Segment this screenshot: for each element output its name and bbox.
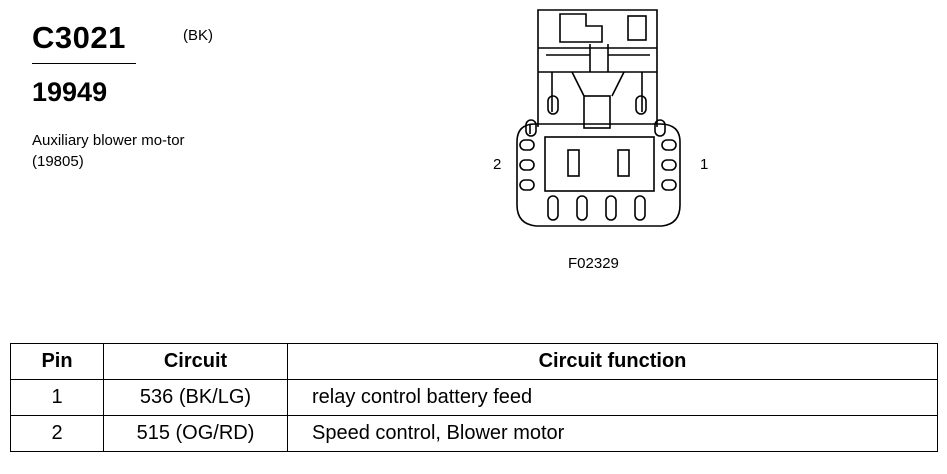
figure-code: F02329 — [568, 255, 619, 272]
shroud-side-ribs — [519, 139, 677, 191]
table-row: 2 515 (OG/RD) Speed control, Blower moto… — [10, 415, 938, 452]
shroud-top-ribs — [525, 119, 666, 137]
pinout-table: Pin Circuit Circuit function 1 536 (BK/L… — [10, 343, 938, 452]
pin-label-1: 1 — [700, 156, 709, 173]
shroud-bottom-ribs — [547, 195, 646, 221]
part-number: 19949 — [32, 77, 108, 107]
cell-circuit: 515 (OG/RD) — [103, 415, 288, 452]
terminal-cavity — [544, 136, 655, 192]
table-row: 1 536 (BK/LG) relay control battery feed — [10, 379, 938, 416]
connector-description: Auxiliary blower mo-tor (19805) — [32, 132, 185, 170]
connector-id-underline — [32, 63, 136, 64]
header-circuit: Circuit — [103, 343, 288, 380]
terminal-pin-2 — [567, 149, 580, 177]
header-circuit-function: Circuit function — [287, 343, 938, 380]
connector-color-code: (BK) — [183, 27, 213, 44]
header-pin: Pin — [10, 343, 104, 380]
cell-pin: 1 — [10, 379, 104, 416]
table-header-row: Pin Circuit Circuit function — [10, 343, 938, 380]
connector-latch-housing — [537, 9, 658, 129]
cell-pin: 2 — [10, 415, 104, 452]
connector-shroud — [516, 123, 681, 227]
connector-face-diagram — [516, 9, 681, 227]
cell-function: Speed control, Blower motor — [287, 415, 938, 452]
pin-label-2: 2 — [493, 156, 502, 173]
connector-id: C3021 — [32, 20, 126, 55]
cell-function: relay control battery feed — [287, 379, 938, 416]
cell-circuit: 536 (BK/LG) — [103, 379, 288, 416]
terminal-pin-1 — [617, 149, 630, 177]
